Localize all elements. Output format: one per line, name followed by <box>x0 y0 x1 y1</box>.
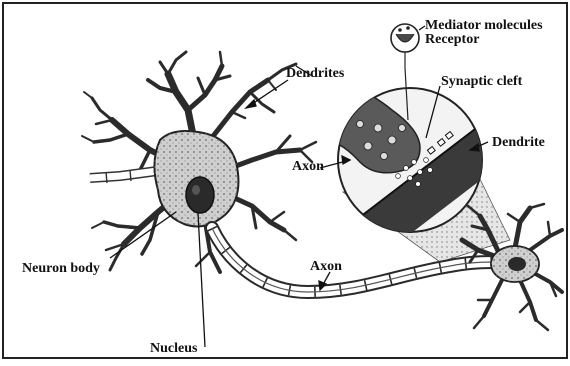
label-receptor: Receptor <box>425 33 479 47</box>
label-synaptic-cleft: Synaptic cleft <box>441 75 522 89</box>
figure-border <box>3 3 567 358</box>
label-mediator-molecules: Mediator molecules <box>425 19 543 33</box>
label-dendrites: Dendrites <box>286 67 344 81</box>
neuron-soma <box>154 131 238 226</box>
label-axon-synapse: Axon <box>292 160 324 174</box>
nucleus-shape <box>186 177 214 213</box>
label-nucleus: Nucleus <box>150 342 197 356</box>
label-axon: Axon <box>310 260 342 274</box>
label-dendrite: Dendrite <box>492 136 545 150</box>
label-neuron-body: Neuron body <box>22 262 100 276</box>
